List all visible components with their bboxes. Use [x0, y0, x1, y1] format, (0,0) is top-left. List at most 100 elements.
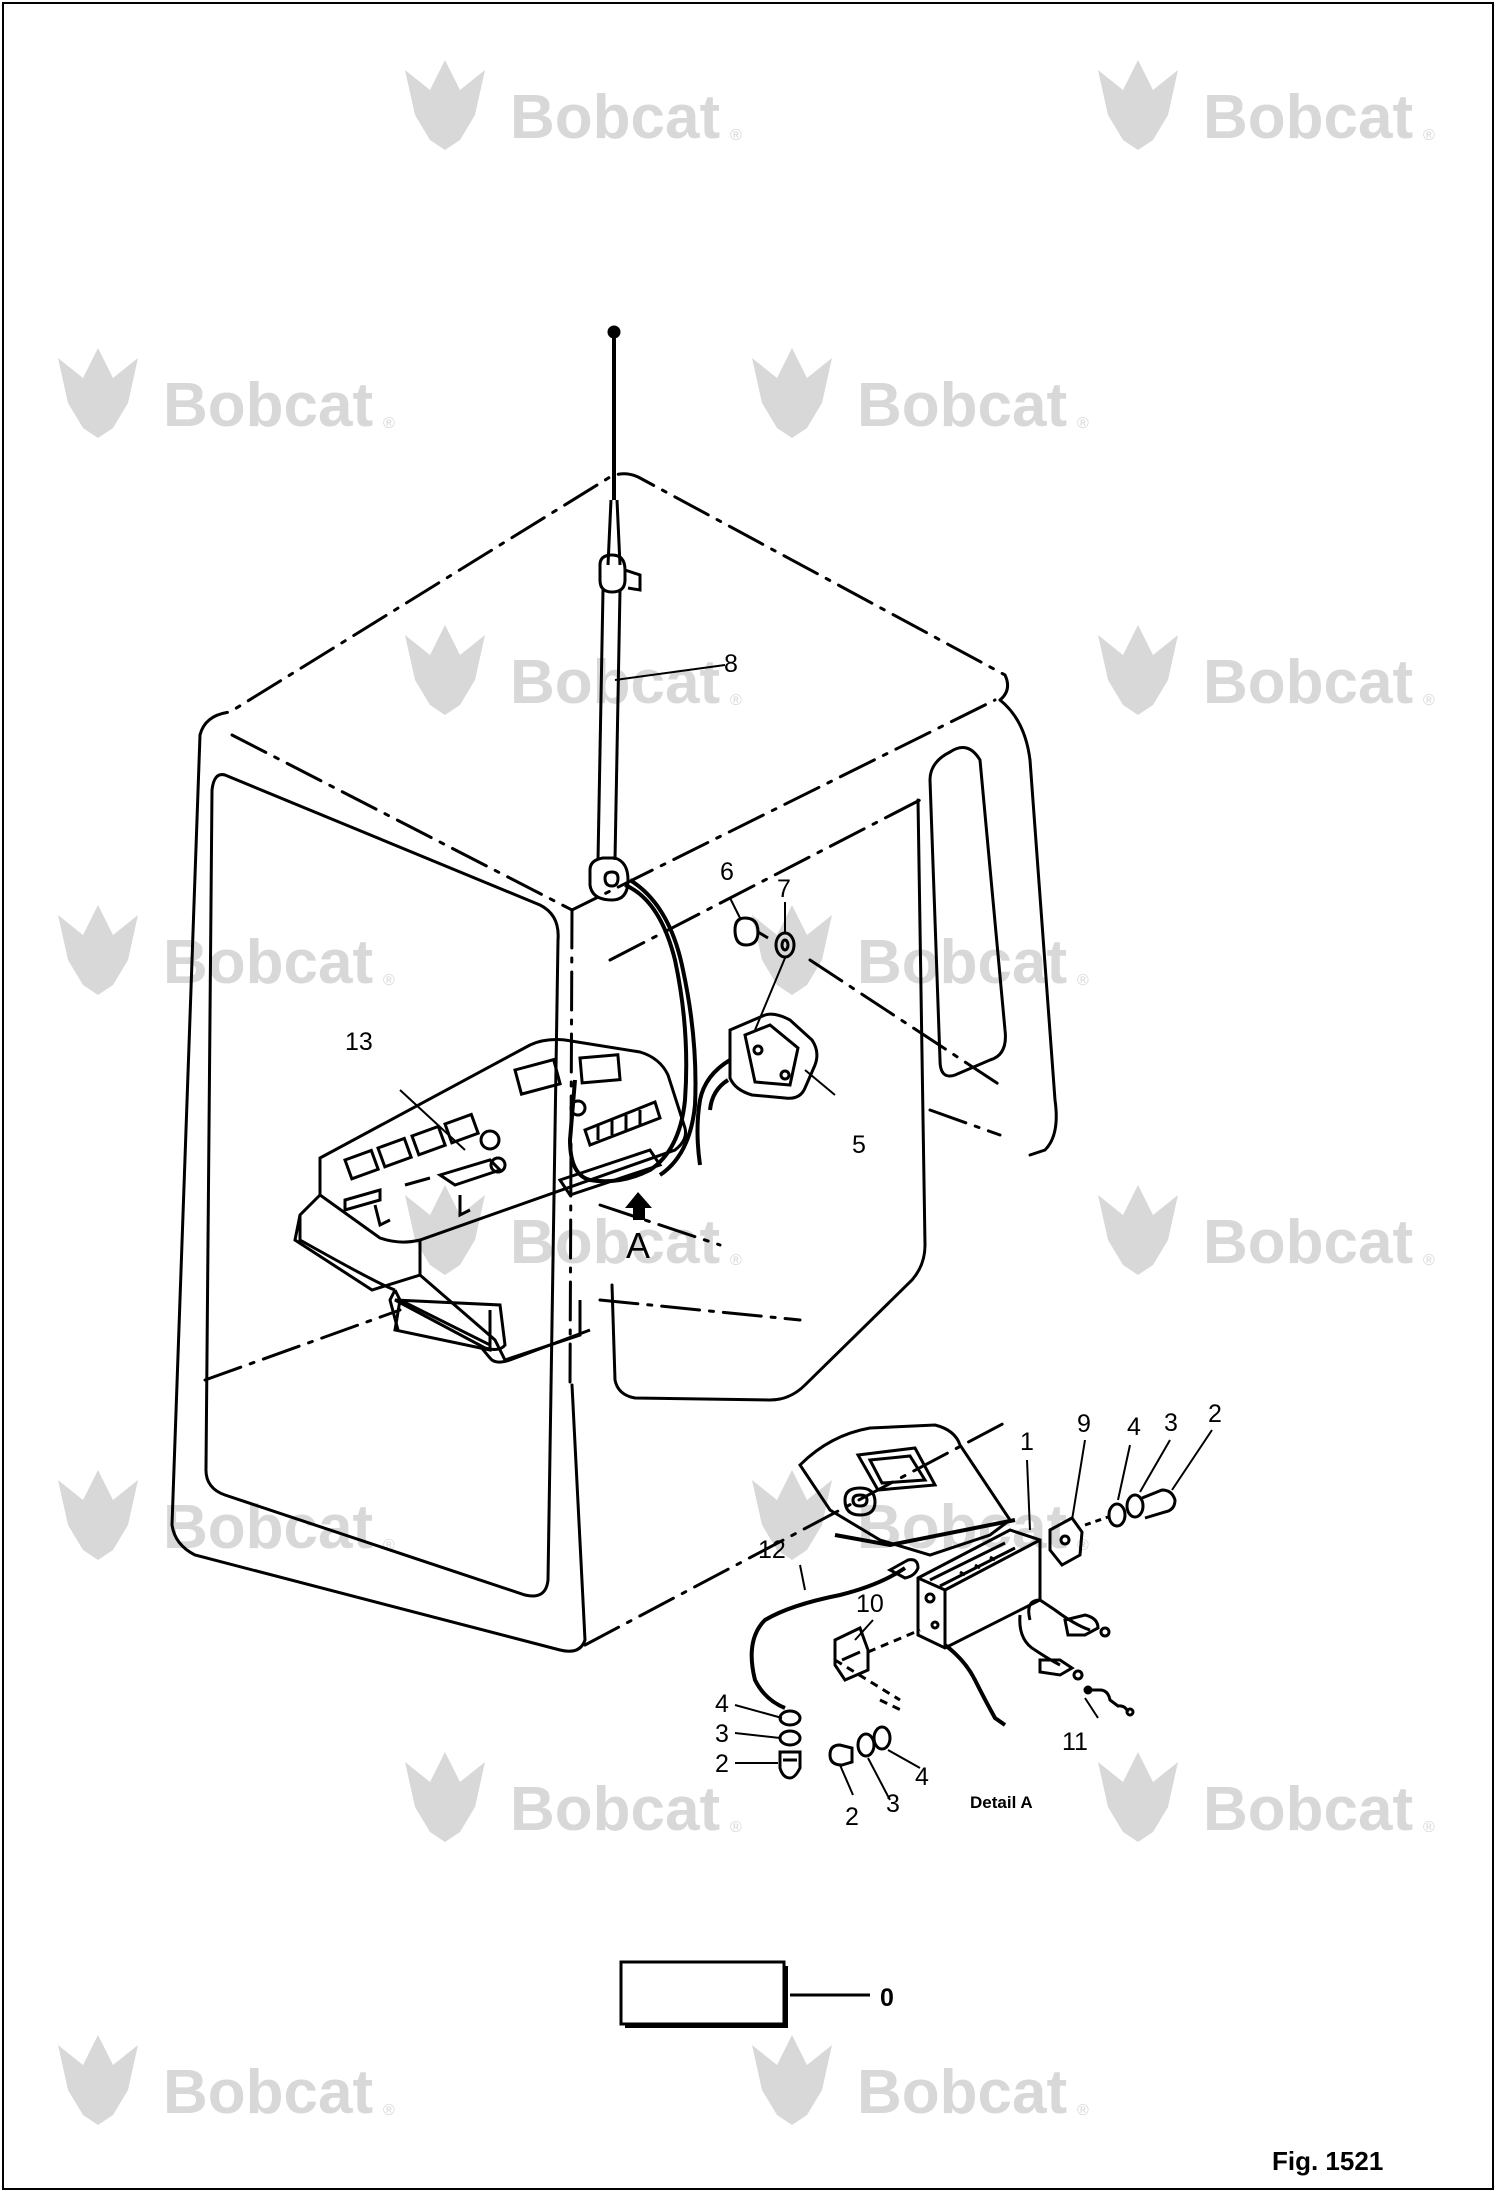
console-gauge-3 — [410, 1124, 448, 1157]
kit-box — [619, 1960, 786, 2026]
callout-10: 10 — [856, 1590, 884, 1618]
watermark-reg-mark: ® — [730, 127, 742, 144]
bolt-2-left — [778, 1750, 802, 1780]
bobcat-logo-icon — [58, 905, 138, 995]
wire-part-12 — [749, 1566, 907, 1710]
callout-7: 7 — [777, 875, 791, 903]
watermark-reg-mark: ® — [730, 1819, 742, 1836]
watermark-row4-left: Bobcat ® — [58, 905, 395, 997]
watermark-brand: Bobcat — [857, 371, 1067, 440]
speaker-screw-1 — [752, 1044, 764, 1056]
leader-6 — [729, 897, 741, 919]
watermark-brand: Bobcat — [1203, 1208, 1413, 1277]
speaker-inner — [743, 1023, 800, 1087]
watermark-brand: Bobcat — [510, 648, 720, 717]
bobcat-logo-icon — [752, 2035, 832, 2125]
watermark-brand: Bobcat — [857, 928, 1067, 997]
cab-left-outer-post — [170, 733, 587, 1653]
antenna-rod-lower — [596, 589, 622, 861]
watermark-brand: Bobcat — [510, 1775, 720, 1844]
watermark-brand: Bobcat — [510, 1208, 720, 1277]
console-gauge-2 — [376, 1136, 414, 1169]
control-console — [293, 1038, 687, 1364]
radio-unit-knob-2 — [930, 1620, 940, 1630]
fuse-11-ring — [1125, 1707, 1135, 1717]
callout-labels: 8 6 7 5 13 1 9 4 3 2 12 10 11 4 3 2 2 3 … — [345, 650, 1222, 1831]
watermark-reg-mark: ® — [1423, 1819, 1435, 1836]
bracket-part-10 — [833, 1625, 870, 1682]
detail-a-label: Detail A — [970, 1793, 1033, 1812]
console-bottom-strip — [343, 1148, 663, 1212]
callout-5: 5 — [852, 1131, 866, 1159]
watermark-reg-mark: ® — [1423, 1252, 1435, 1269]
watermark-row6-right: Bobcat ® — [752, 1470, 1089, 1562]
console-top — [318, 1038, 687, 1244]
callout-3-right: 3 — [1164, 1409, 1178, 1437]
connector-ring-1 — [1099, 1626, 1111, 1638]
watermark-brand: Bobcat — [510, 83, 720, 152]
connector-ring-2 — [1072, 1669, 1084, 1681]
callout-3-left: 3 — [715, 1720, 729, 1748]
watermark-row8-left: Bobcat ® — [58, 2035, 395, 2127]
mounting-plate-wire — [834, 1518, 1016, 1548]
watermark-reg-mark: ® — [1077, 2102, 1089, 2119]
watermark-row6-left: Bobcat ® — [58, 1470, 395, 1562]
cab-frame — [170, 472, 1058, 1653]
bolt-2-right — [1141, 1488, 1177, 1520]
console-switch-row — [583, 1100, 662, 1147]
watermark-row2-left: Bobcat ® — [58, 348, 395, 440]
watermark-row8-right: Bobcat ® — [752, 2035, 1089, 2127]
speaker-screw-2 — [779, 1069, 791, 1081]
antenna-cable-2 — [628, 878, 698, 1177]
callout-8: 8 — [724, 650, 738, 678]
bobcat-logo-icon — [58, 1470, 138, 1560]
bobcat-logo-icon — [752, 348, 832, 438]
arrow-up-icon — [625, 1192, 652, 1220]
bolt-2-mid — [828, 1743, 854, 1767]
watermark-reg-mark: ® — [1423, 692, 1435, 709]
cab-right-window — [928, 746, 1007, 1078]
callout-4-mid: 4 — [915, 1763, 929, 1791]
watermark-reg-mark: ® — [730, 1252, 742, 1269]
cab-front-dash — [928, 1108, 1002, 1137]
radio-unit-knob — [924, 1592, 936, 1604]
watermark-row3-right: Bobcat ® — [1098, 625, 1435, 717]
antenna-clamp — [598, 553, 642, 594]
figure-label: Fig. 1521 — [1272, 2146, 1383, 2176]
watermark-row7-left: Bobcat ® — [405, 1752, 742, 1844]
callout-2-right: 2 — [1208, 1400, 1222, 1428]
washer-4-right — [1107, 1502, 1127, 1528]
washer-3-right — [1125, 1493, 1145, 1519]
detail-a-assembly — [749, 1423, 1177, 1780]
cab-floor-outline — [583, 1418, 1012, 1647]
view-arrow-a: A — [625, 1192, 652, 1266]
watermark-top-center: Bobcat ® — [405, 60, 742, 152]
bobcat-logo-icon — [1098, 1752, 1178, 1842]
cab-right-rear-post — [998, 698, 1058, 1157]
radio-connector-1 — [1063, 1613, 1100, 1637]
callout-2-mid: 2 — [845, 1803, 859, 1831]
kit-box-shadow — [784, 1966, 788, 2028]
watermark-brand: Bobcat — [163, 1493, 373, 1562]
console-bracket — [373, 1195, 471, 1228]
callout-4-right: 4 — [1127, 1413, 1141, 1441]
watermark-brand: Bobcat — [1203, 648, 1413, 717]
console-top-slot — [513, 1057, 562, 1096]
washer-3-left — [778, 1729, 802, 1747]
callout-13: 13 — [345, 1028, 373, 1056]
callout-3-mid: 3 — [886, 1790, 900, 1818]
console-knob-1 — [479, 1129, 501, 1151]
watermark-row5-left: Bobcat ® — [405, 1185, 742, 1277]
bobcat-logo-icon — [1098, 1185, 1178, 1275]
antenna-base — [588, 856, 630, 902]
callout-6: 6 — [720, 858, 734, 886]
callout-1: 1 — [1020, 1428, 1034, 1456]
watermark-row3-left: Bobcat ® — [405, 625, 742, 717]
callout-12: 12 — [758, 1536, 786, 1564]
cab-door-frame — [610, 798, 927, 1402]
radio-antenna-cable — [943, 1643, 1007, 1727]
watermark-brand: Bobcat — [163, 371, 373, 440]
watermark-top-right: Bobcat ® — [1098, 60, 1435, 152]
washer-part-7 — [774, 931, 796, 959]
